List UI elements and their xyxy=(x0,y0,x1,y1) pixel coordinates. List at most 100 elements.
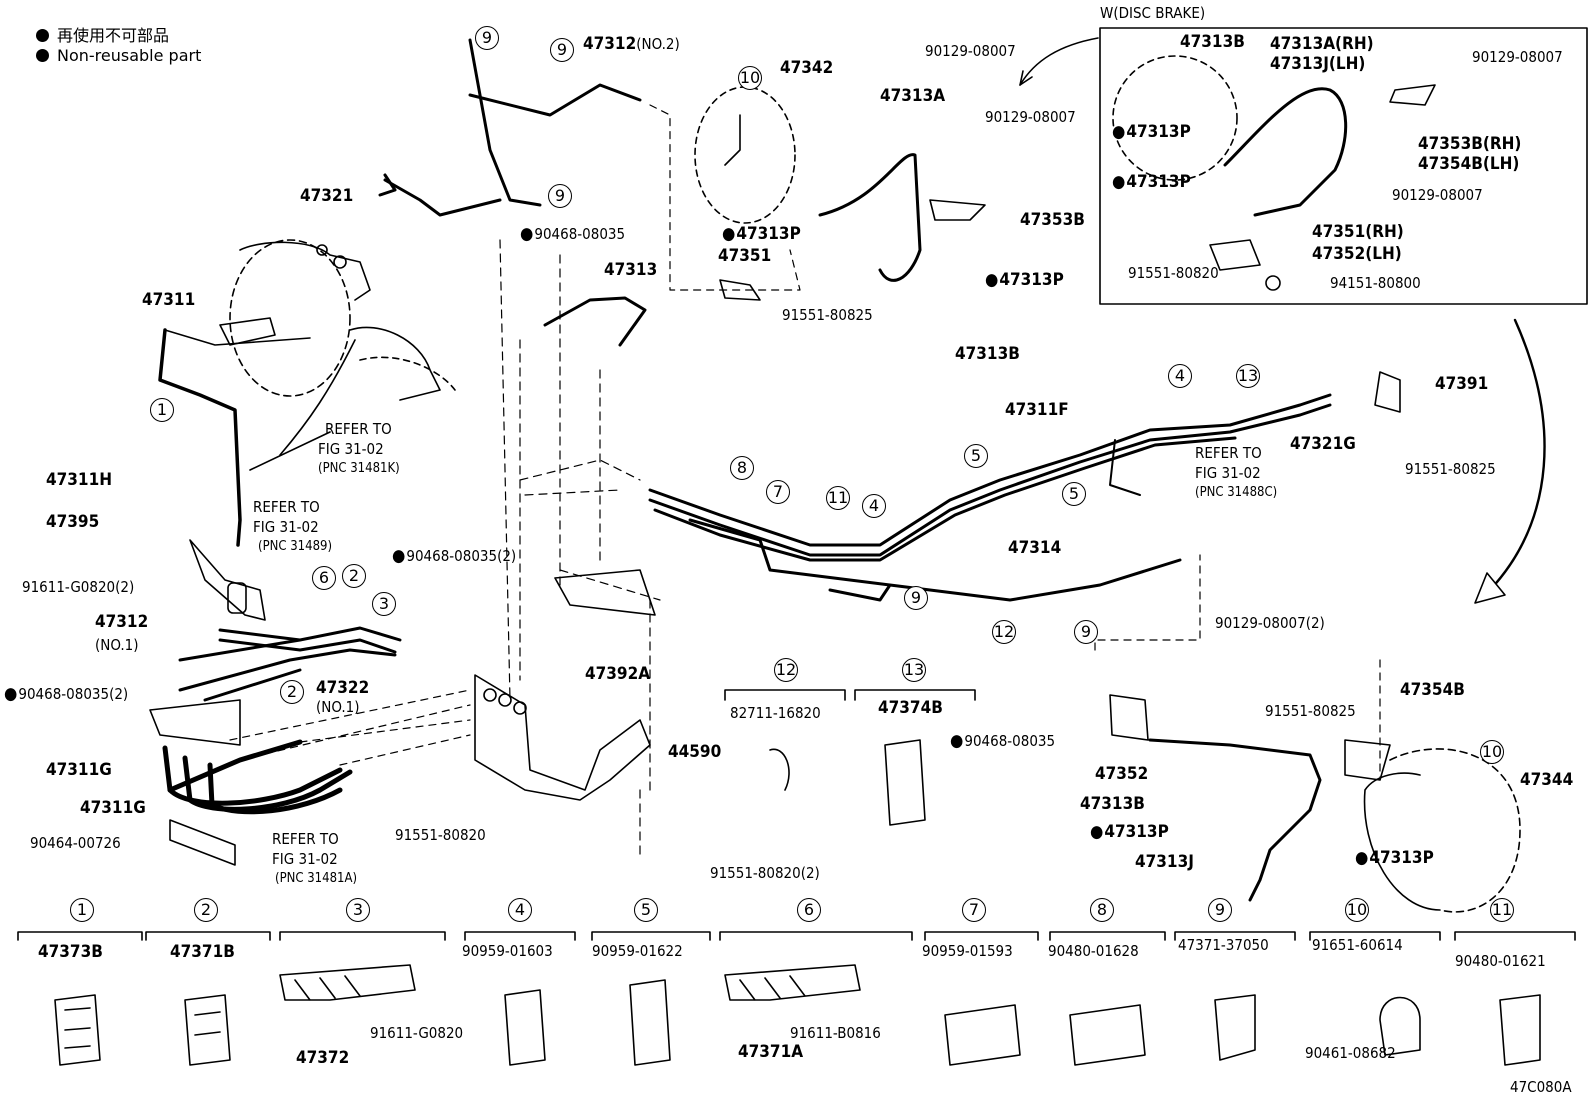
part-label: 47313P xyxy=(1090,822,1169,842)
part-label: 90129-08007 xyxy=(1392,186,1483,204)
callout-circle: 9 xyxy=(548,184,572,208)
part-label: 47392A xyxy=(585,664,651,684)
part-label: 47321 xyxy=(300,186,354,206)
refer-label: FIG 31-02 xyxy=(318,440,384,458)
bullet-icon xyxy=(36,49,49,62)
bottom-sub-label: 91611-G0820 xyxy=(370,1024,464,1042)
part-label: 47313 xyxy=(604,260,658,280)
part-label: 47313J(LH) xyxy=(1270,54,1366,74)
bracket-44590 xyxy=(474,674,651,801)
part-label: 47395 xyxy=(46,512,100,532)
inset-frame xyxy=(1099,27,1588,305)
part-label: (NO.1) xyxy=(316,698,360,716)
part-label: 44590 xyxy=(668,742,722,762)
part-label: 91611-G0820(2) xyxy=(22,578,135,596)
bottom-callout-circle: 3 xyxy=(346,898,370,922)
callout-circle: 9 xyxy=(550,38,574,62)
refer-label: FIG 31-02 xyxy=(272,850,338,868)
refer-label: REFER TO xyxy=(1195,444,1262,462)
bottom-part-label: 47372 xyxy=(296,1048,350,1068)
bottom-part-label: 47371B xyxy=(170,942,235,962)
callout-circle: 10 xyxy=(1480,740,1504,764)
bottom-callout-circle: 10 xyxy=(1345,898,1369,922)
part-label: 47321G xyxy=(1290,434,1356,454)
legend-line-2: Non-reusable part xyxy=(36,46,201,65)
bullet-icon xyxy=(36,29,49,42)
callout-circle: 2 xyxy=(342,564,366,588)
refer-label: (PNC 31481K) xyxy=(318,461,400,476)
refer-label: (PNC 31481A) xyxy=(275,871,358,886)
callout-circle: 10 xyxy=(738,66,762,90)
figure-code: 47C080A xyxy=(1510,1078,1572,1096)
part-label: 47311 xyxy=(142,290,196,310)
part-label: 47311G xyxy=(80,798,146,818)
part-label: 47352 xyxy=(1095,764,1149,784)
part-label: 90464-00726 xyxy=(30,834,121,852)
drum-47344 xyxy=(1389,748,1521,913)
part-label: 47313P xyxy=(722,224,801,244)
callout-circle: 12 xyxy=(774,658,798,682)
part-label: 47351 xyxy=(718,246,772,266)
bottom-part-label: 90959-01622 xyxy=(592,942,683,960)
refer-label: REFER TO xyxy=(253,498,320,516)
brake-booster-drawing xyxy=(219,239,456,401)
inset-arrow-top xyxy=(1019,37,1099,86)
callout-circle: 9 xyxy=(475,26,499,50)
part-label: 91551-80825 xyxy=(1265,702,1356,720)
bottom-callout-circle: 1 xyxy=(70,898,94,922)
bottom-part-label: 90480-01621 xyxy=(1455,952,1546,970)
part-label: 47313P xyxy=(1112,122,1191,142)
bracket-47392A xyxy=(554,569,656,616)
part-label: 47311H xyxy=(46,470,113,490)
refer-label: (PNC 31488C) xyxy=(1195,485,1278,500)
part-label: 82711-16820 xyxy=(730,704,821,722)
drum-47342 xyxy=(694,86,796,224)
callout-circle: 11 xyxy=(826,486,850,510)
callout-circle: 13 xyxy=(902,658,926,682)
part-label: 47344 xyxy=(1520,770,1574,790)
legend-text-2: Non-reusable part xyxy=(57,46,202,65)
part-label: 47313B xyxy=(955,344,1020,364)
part-label: 47313P xyxy=(985,270,1064,290)
bottom-part-label: 90959-01593 xyxy=(922,942,1013,960)
bottom-callout-circle: 2 xyxy=(194,898,218,922)
part-label: 47351(RH) xyxy=(1312,222,1404,242)
callout-circle: 12 xyxy=(992,620,1016,644)
callout-circle: 3 xyxy=(372,592,396,616)
part-label: 47312(NO.2) xyxy=(583,34,680,54)
refer-label: REFER TO xyxy=(325,420,392,438)
bottom-callout-circle: 4 xyxy=(508,898,532,922)
callout-circle: 4 xyxy=(1168,364,1192,388)
bottom-sub-label: 91611-B0816 xyxy=(790,1024,881,1042)
part-label: 91551-80820(2) xyxy=(710,864,820,882)
bottom-callout-circle: 5 xyxy=(634,898,658,922)
callout-circle: 7 xyxy=(766,480,790,504)
bottom-part-label: 47373B xyxy=(38,942,103,962)
inset-title: W(DISC BRAKE) xyxy=(1100,4,1206,22)
legend-line-1: 再使用不可部品 xyxy=(36,22,169,46)
part-label: 47311G xyxy=(46,760,112,780)
bottom-sub-label: 90461-08682 xyxy=(1305,1044,1396,1062)
part-label: 90468-08035 xyxy=(950,732,1055,750)
part-label: 47353B xyxy=(1020,210,1085,230)
callout-circle: 13 xyxy=(1236,364,1260,388)
refer-label: REFER TO xyxy=(272,830,339,848)
part-label: 47311F xyxy=(1005,400,1069,420)
part-label: 90129-08007 xyxy=(985,108,1076,126)
part-label: 47322 xyxy=(316,678,370,698)
bottom-callout-circle: 8 xyxy=(1090,898,1114,922)
legend-text-1: 再使用不可部品 xyxy=(57,26,170,45)
inset-arrow-right xyxy=(1488,318,1546,592)
part-label: 47313P xyxy=(1112,172,1191,192)
part-label: 47354B(LH) xyxy=(1418,154,1520,174)
callout-circle: 5 xyxy=(1062,482,1086,506)
part-label: 47313P xyxy=(1355,848,1434,868)
part-label: 90129-08007 xyxy=(925,42,1016,60)
bottom-callout-circle: 7 xyxy=(962,898,986,922)
part-label: 47313A xyxy=(880,86,946,106)
part-label: 90129-08007 xyxy=(1472,48,1563,66)
bottom-callout-circle: 11 xyxy=(1490,898,1514,922)
part-label: 91551-80825 xyxy=(1405,460,1496,478)
callout-circle: 1 xyxy=(150,398,174,422)
